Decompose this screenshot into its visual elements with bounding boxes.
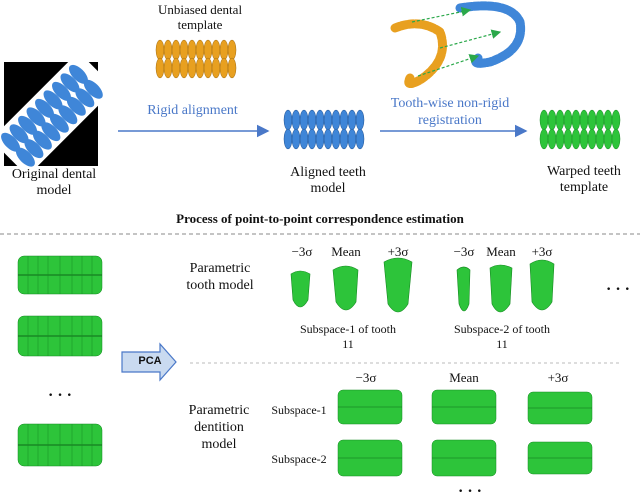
warped-green-teeth (539, 109, 621, 150)
original-model-label: Original dental model (11, 167, 97, 198)
orange-template-teeth (155, 39, 237, 79)
subspace1-tooth-label: Subspace-1 of tooth 11 (300, 322, 396, 351)
tooth1-minus-sigma: −3σ (291, 244, 313, 259)
registration-arches (390, 1, 526, 88)
dentition-minus-sigma: −3σ (355, 370, 377, 385)
aligned-blue-teeth (283, 109, 365, 150)
row-subspace2-label: Subspace-2 (271, 452, 327, 466)
tooth1-plus-sigma: +3σ (387, 244, 409, 259)
ellipsis-right: · · · (605, 281, 630, 298)
tooth2-plus-sigma: +3σ (531, 244, 553, 259)
sample-dentitions (17, 255, 103, 467)
ellipsis-left: · · · (47, 387, 72, 404)
tooth1-mean: Mean (331, 244, 361, 259)
aligned-model-label: Aligned teeth model (290, 165, 366, 196)
rigid-alignment-label: Rigid alignment (147, 103, 238, 118)
subspace2-tooth-label: Subspace-2 of tooth 11 (454, 322, 550, 351)
ellipsis-bottom: · · · (457, 483, 482, 500)
row-subspace1-label: Subspace-1 (271, 403, 327, 417)
tooth2-mean: Mean (486, 244, 516, 259)
parametric-dentition-label: Parametric dentition model (188, 403, 250, 452)
nonrigid-registration-label: Tooth-wise non-rigid registration (390, 96, 510, 128)
pca-arrow (121, 342, 177, 382)
template-label: Unbiased dental template (157, 2, 243, 32)
parametric-dentitions (337, 389, 593, 477)
parametric-tooth-label: Parametric tooth model (186, 261, 254, 293)
parametric-tooth-shapes (290, 257, 555, 313)
original-dental-model (0, 51, 116, 177)
dentition-plus-sigma: +3σ (547, 370, 569, 385)
section-title: Process of point-to-point correspondence… (176, 211, 464, 226)
pca-label: PCA (138, 355, 162, 367)
tooth2-minus-sigma: −3σ (453, 244, 475, 259)
dentition-mean: Mean (449, 370, 479, 385)
warped-template-label: Warped teeth template (547, 164, 621, 195)
